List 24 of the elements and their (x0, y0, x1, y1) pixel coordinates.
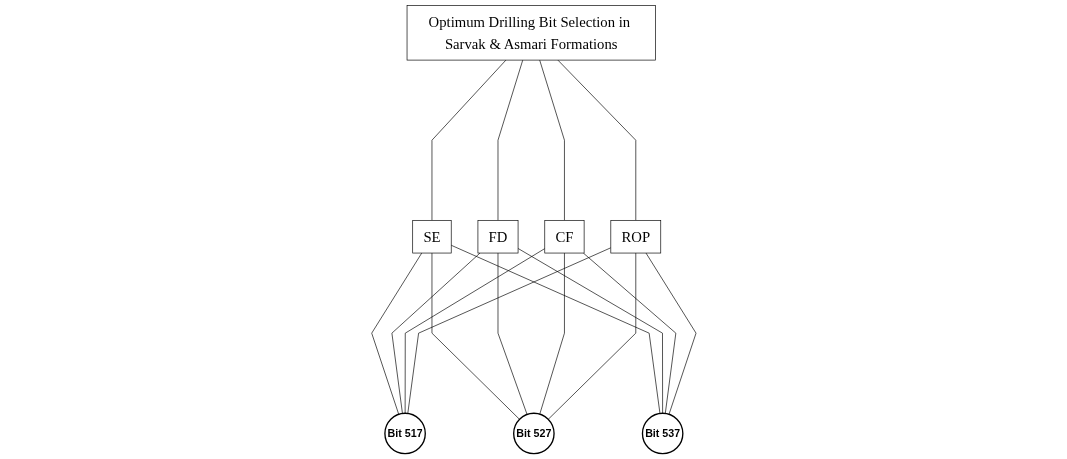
connector (539, 252, 565, 415)
connector (450, 244, 660, 414)
connector (582, 252, 676, 414)
connector (391, 252, 480, 414)
connector (517, 248, 663, 414)
connector (497, 59, 523, 221)
node-circle: Bit 537 (641, 412, 684, 455)
connector (371, 252, 422, 415)
connector (404, 248, 545, 414)
connector (538, 59, 565, 221)
node-box: FD (477, 220, 519, 254)
connector (645, 252, 696, 415)
node-box: Optimum Drilling Bit Selection in Sarvak & Asmari Formations (406, 5, 656, 61)
node-box: ROP (610, 220, 661, 254)
node-box: SE (412, 220, 452, 254)
connector (407, 247, 611, 414)
connector (431, 59, 506, 221)
connector (557, 59, 636, 221)
connector (497, 252, 528, 415)
connector (431, 252, 520, 420)
connector (547, 252, 636, 420)
node-box: CF (544, 220, 585, 254)
node-circle: Bit 527 (512, 412, 555, 455)
node-circle: Bit 517 (383, 412, 426, 455)
